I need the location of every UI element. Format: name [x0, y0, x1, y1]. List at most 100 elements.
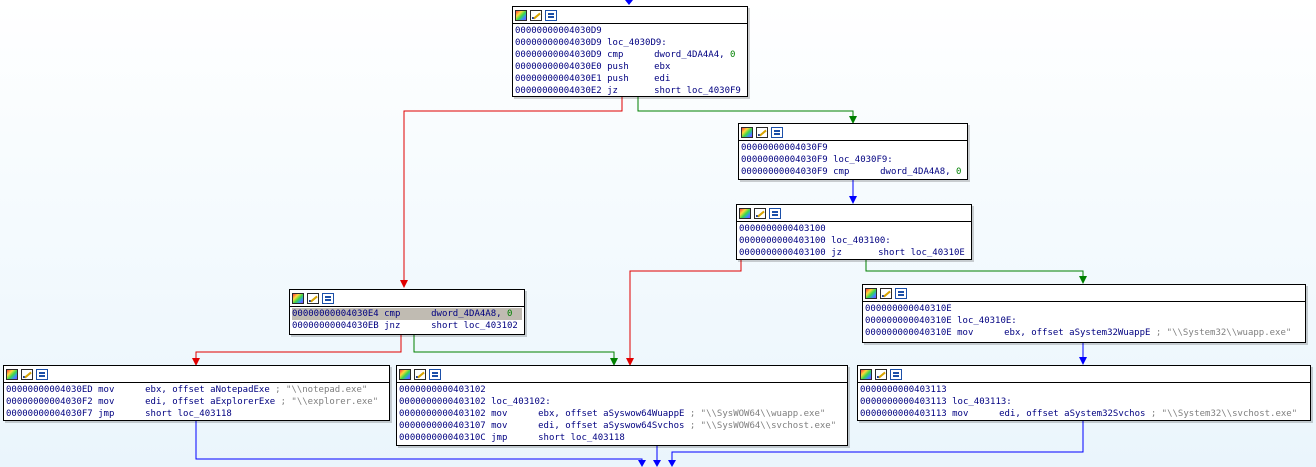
instruction-address: 0000000000403113	[860, 409, 947, 419]
instruction-line[interactable]: 0000000000403113 loc_403113:	[860, 396, 1308, 408]
instruction-operands[interactable]: dword_4DA4A8,	[431, 309, 507, 319]
instruction-mnemonic: mov	[98, 397, 115, 407]
basic-block-4030D9[interactable]: 00000000004030D9 00000000004030D9 loc_40…	[512, 6, 748, 97]
basic-block-4030F9[interactable]: 00000000004030F9 00000000004030F9 loc_40…	[738, 123, 968, 180]
instruction-operands[interactable]: ebx, offset aSystem32WuappE	[1004, 328, 1156, 338]
edit-pencil-icon[interactable]	[307, 292, 319, 304]
edit-pencil-icon[interactable]	[530, 9, 542, 21]
edit-pencil-icon[interactable]	[414, 368, 426, 380]
instruction-address: 00000000004030E1	[515, 74, 602, 84]
basic-block-403100[interactable]: 0000000000403100 0000000000403100 loc_40…	[736, 204, 972, 260]
instruction-operands[interactable]: dword_4DA4A8,	[880, 167, 956, 177]
graph-overview-icon[interactable]	[769, 207, 781, 219]
instruction-line[interactable]: 0000000000403113	[860, 384, 1308, 396]
instruction-line[interactable]: 000000000040310E loc_40310E:	[865, 315, 1303, 327]
code-label[interactable]: loc_40310E:	[957, 316, 1017, 326]
code-label[interactable]: loc_403102:	[491, 397, 551, 407]
node-header-toolbar	[737, 205, 971, 222]
code-label[interactable]: loc_4030D9:	[607, 38, 667, 48]
instruction-line[interactable]: 00000000004030D9	[515, 25, 745, 37]
edit-pencil-icon[interactable]	[756, 126, 768, 138]
graph-overview-icon[interactable]	[36, 368, 48, 380]
instruction-operands[interactable]: short loc_403118	[145, 409, 232, 419]
graph-overview-icon[interactable]	[545, 9, 557, 21]
color-palette-icon[interactable]	[741, 126, 753, 138]
instruction-address: 000000000040310E	[865, 328, 952, 338]
color-palette-icon[interactable]	[739, 207, 751, 219]
instruction-operands[interactable]: ebx, offset aNotepadExe	[145, 385, 276, 395]
instruction-line[interactable]: 00000000004030F9	[741, 142, 965, 154]
instruction-operands[interactable]: ebx, offset aSyswow64WuappE	[538, 409, 690, 419]
string-comment: ; "\\System32\\wuapp.exe"	[1155, 328, 1292, 338]
instruction-address: 00000000004030EB	[292, 321, 379, 331]
instruction-mnemonic: jz	[831, 248, 842, 258]
instruction-operands[interactable]: edi	[654, 74, 671, 84]
instruction-line[interactable]: 0000000000403102 loc_403102:	[399, 396, 845, 408]
graph-overview-icon[interactable]	[322, 292, 334, 304]
basic-block-403113[interactable]: 0000000000403113 0000000000403113 loc_40…	[857, 365, 1311, 421]
instruction-line[interactable]: 0000000000403100 loc_403100:	[739, 235, 969, 247]
code-label[interactable]: loc_403113:	[952, 397, 1012, 407]
code-label[interactable]: loc_403100:	[831, 236, 891, 246]
instruction-mnemonic: push	[607, 74, 629, 84]
code-label[interactable]: loc_4030F9:	[833, 155, 893, 165]
graph-overview-icon[interactable]	[890, 368, 902, 380]
instruction-operands[interactable]: ebx	[654, 62, 671, 72]
graph-overview-icon[interactable]	[429, 368, 441, 380]
instruction-line[interactable]: 00000000004030F9 loc_4030F9:	[741, 154, 965, 166]
graph-overview-icon[interactable]	[895, 287, 907, 299]
basic-block-40310E[interactable]: 000000000040310E 000000000040310E loc_40…	[862, 284, 1306, 343]
edit-pencil-icon[interactable]	[21, 368, 33, 380]
color-palette-icon[interactable]	[292, 292, 304, 304]
node-header-toolbar	[513, 7, 747, 24]
instruction-line[interactable]: 0000000000403102	[399, 384, 845, 396]
instruction-operands[interactable]: short loc_40310E	[878, 248, 965, 258]
instruction-operands[interactable]: short loc_4030F9	[654, 86, 741, 96]
color-palette-icon[interactable]	[399, 368, 411, 380]
instruction-operands[interactable]: short loc_403102	[431, 321, 518, 331]
instruction-operands[interactable]: edi, offset aExplorerExe	[145, 397, 281, 407]
immediate-value: 0	[729, 50, 736, 60]
color-palette-icon[interactable]	[865, 287, 877, 299]
color-palette-icon[interactable]	[6, 368, 18, 380]
color-palette-icon[interactable]	[860, 368, 872, 380]
node-disassembly-listing: 0000000000403100 0000000000403100 loc_40…	[737, 222, 971, 261]
edit-pencil-icon[interactable]	[875, 368, 887, 380]
instruction-line[interactable]: 00000000004030D9 loc_4030D9:	[515, 37, 745, 49]
instruction-operands[interactable]: edi, offset aSyswow64Svchos	[538, 421, 690, 431]
edit-pencil-icon[interactable]	[880, 287, 892, 299]
instruction-address: 0000000000403100	[739, 236, 826, 246]
instruction-line[interactable]: 0000000000403100	[739, 223, 969, 235]
edit-pencil-icon[interactable]	[754, 207, 766, 219]
instruction-address: 00000000004030E2	[515, 86, 602, 96]
basic-block-403102[interactable]: 0000000000403102 0000000000403102 loc_40…	[396, 365, 848, 446]
node-header-toolbar	[4, 366, 389, 383]
instruction-address: 00000000004030D9	[515, 26, 602, 36]
edge-403102-to-403118	[653, 446, 661, 467]
instruction-operands[interactable]: edi, offset aSystem32Svchos	[999, 409, 1151, 419]
instruction-line[interactable]: 000000000040310E	[865, 303, 1303, 315]
color-palette-icon[interactable]	[515, 9, 527, 21]
edge-incoming-top	[625, 0, 633, 5]
instruction-line[interactable]: 00000000004030E1 push edi	[515, 73, 745, 85]
instruction-operands[interactable]: dword_4DA4A4,	[654, 50, 730, 60]
instruction-operands[interactable]: short loc_403118	[538, 433, 625, 443]
graph-overview-icon[interactable]	[771, 126, 783, 138]
